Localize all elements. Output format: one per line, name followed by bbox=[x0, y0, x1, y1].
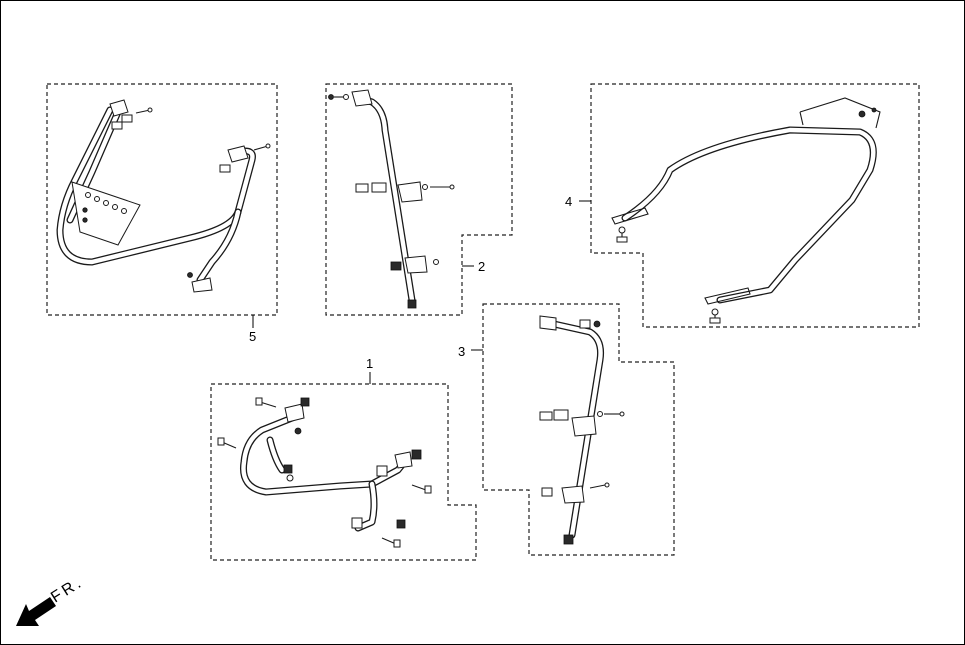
group-4-fasteners bbox=[616, 226, 721, 324]
callout-4: 4 bbox=[565, 194, 572, 209]
group-1-fasteners bbox=[217, 397, 432, 548]
callout-3: 3 bbox=[458, 344, 465, 359]
group-3-fasteners bbox=[539, 319, 625, 497]
callout-5: 5 bbox=[249, 329, 256, 344]
group-5-boundary bbox=[46, 83, 278, 316]
part-group-5: 5 bbox=[46, 83, 278, 344]
group-1-boundary bbox=[210, 383, 477, 561]
group-4-rear-frame bbox=[611, 97, 881, 305]
callout-1: 1 bbox=[366, 356, 373, 371]
group-3-boundary bbox=[482, 303, 675, 556]
part-group-3: 3 bbox=[458, 303, 675, 556]
group-2-side-bar bbox=[351, 89, 428, 309]
group-2-fasteners bbox=[328, 94, 455, 271]
part-group-4: 4 bbox=[565, 83, 920, 328]
group-3-side-bar bbox=[539, 315, 604, 545]
front-direction-label: FR. bbox=[48, 574, 87, 607]
part-group-1: 1 bbox=[210, 356, 477, 561]
group-4-boundary bbox=[590, 83, 920, 328]
group-1-front-bar bbox=[239, 403, 413, 532]
group-5-fasteners bbox=[82, 107, 271, 278]
group-5-bumper-frame bbox=[56, 99, 256, 293]
callout-2: 2 bbox=[478, 259, 485, 274]
front-direction-indicator: FR. bbox=[16, 574, 87, 626]
front-direction-arrow-icon bbox=[16, 597, 56, 626]
group-2-boundary bbox=[325, 83, 513, 316]
part-group-2: 2 bbox=[325, 83, 513, 316]
